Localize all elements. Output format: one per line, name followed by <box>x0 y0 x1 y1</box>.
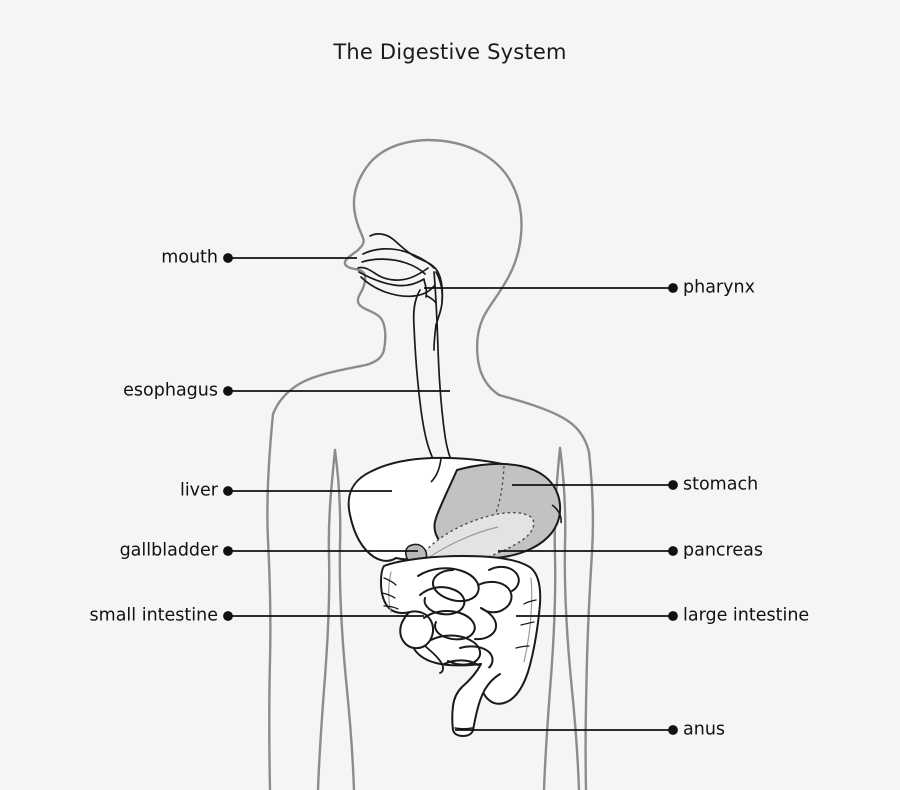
descending-colon-inner-line <box>523 577 533 663</box>
stomach-rugae-dotted-line <box>456 465 505 553</box>
leader-dot-mouth <box>223 253 233 263</box>
shoulder-right-outline <box>497 393 591 454</box>
label-anus: anus <box>683 719 726 740</box>
small-intestine-coil-11 <box>459 645 494 671</box>
appendix-shape <box>424 645 444 674</box>
forehead-nose-chin-outline <box>343 138 429 352</box>
pharynx-lower-line <box>433 324 437 351</box>
pancreas-duct-line <box>427 526 499 559</box>
small-intestine-coil-3 <box>419 586 466 616</box>
colon-haustra-5 <box>523 599 537 605</box>
colon-haustra-3 <box>383 605 399 610</box>
small-intestine-coil-10 <box>488 565 520 592</box>
label-liver: liver <box>179 480 218 501</box>
leader-dot-anus <box>668 725 678 735</box>
liver-lobe-division-line <box>430 457 442 483</box>
head-internal-detail-group <box>357 233 444 351</box>
label-mouth: mouth <box>161 247 218 268</box>
head-profile-outline <box>425 138 523 397</box>
small-intestine-coil-5 <box>423 609 476 641</box>
esophagus-group <box>412 271 458 471</box>
small-intestine-coil-12 <box>443 659 479 666</box>
label-pharynx: pharynx <box>683 277 755 298</box>
label-large-intestine: large intestine <box>683 605 810 626</box>
ascending-colon-inner-line <box>388 571 392 613</box>
cecum-shape <box>399 610 435 650</box>
stomach-pylorus-curve <box>551 504 562 524</box>
tongue-lower-line <box>358 271 425 287</box>
label-gallbladder: gallbladder <box>119 540 218 561</box>
label-small-intestine: small intestine <box>89 605 218 626</box>
nasal-cavity-outline <box>369 233 444 303</box>
small-intestine-coil-9 <box>474 607 498 641</box>
leader-dot-gallbladder <box>223 546 233 556</box>
leader-dot-pancreas <box>668 546 678 556</box>
small-intestine-coil-1 <box>417 567 480 603</box>
arm-inner-left-outline <box>316 448 337 790</box>
rectum-shape <box>451 663 501 737</box>
large-intestine-group <box>380 555 542 705</box>
small-intestine-coil-8 <box>477 580 513 614</box>
leader-dot-large-intestine <box>668 611 678 621</box>
colon-haustra-6 <box>520 621 535 626</box>
label-stomach: stomach <box>683 474 759 495</box>
shoulder-left-outline <box>271 363 368 416</box>
pancreas-shape <box>420 511 535 569</box>
label-esophagus: esophagus <box>123 380 218 401</box>
soft-palate-line <box>361 258 426 275</box>
colon-haustra-2 <box>381 592 396 599</box>
small-intestine-coil-2 <box>431 569 454 601</box>
leader-dot-esophagus <box>223 386 233 396</box>
larynx-notch <box>426 295 437 304</box>
small-intestine-group <box>417 565 520 671</box>
colon-haustra-7 <box>515 645 530 649</box>
leader-dot-small-intestine <box>223 611 233 621</box>
pharynx-outline <box>435 271 444 326</box>
pancreas-group <box>420 511 535 569</box>
leader-dot-pharynx <box>668 283 678 293</box>
torso-left-side-outline <box>266 412 275 790</box>
esophagus-left-wall <box>412 289 438 467</box>
torso-right-side-outline <box>584 450 595 790</box>
body-outline-group <box>266 138 595 790</box>
esophagus-right-wall <box>433 271 458 471</box>
hard-palate-line <box>362 248 435 269</box>
leader-dot-stomach <box>668 480 678 490</box>
arm-inner-right2-outline <box>558 446 581 790</box>
small-intestine-coil-7 <box>430 634 482 666</box>
arm-inner-left2-outline <box>333 448 356 790</box>
neck-left-outline <box>364 348 386 367</box>
anal-canal-mark <box>454 727 473 730</box>
label-pancreas: pancreas <box>683 540 763 561</box>
rectum-anus-group <box>451 663 501 737</box>
page-title: The Digestive System <box>333 40 567 64</box>
tongue-outline <box>357 266 429 281</box>
leader-dot-liver <box>223 486 233 496</box>
leader-lines-group <box>223 253 678 735</box>
oral-floor-line <box>360 276 435 298</box>
colon-haustra-1 <box>383 577 397 586</box>
